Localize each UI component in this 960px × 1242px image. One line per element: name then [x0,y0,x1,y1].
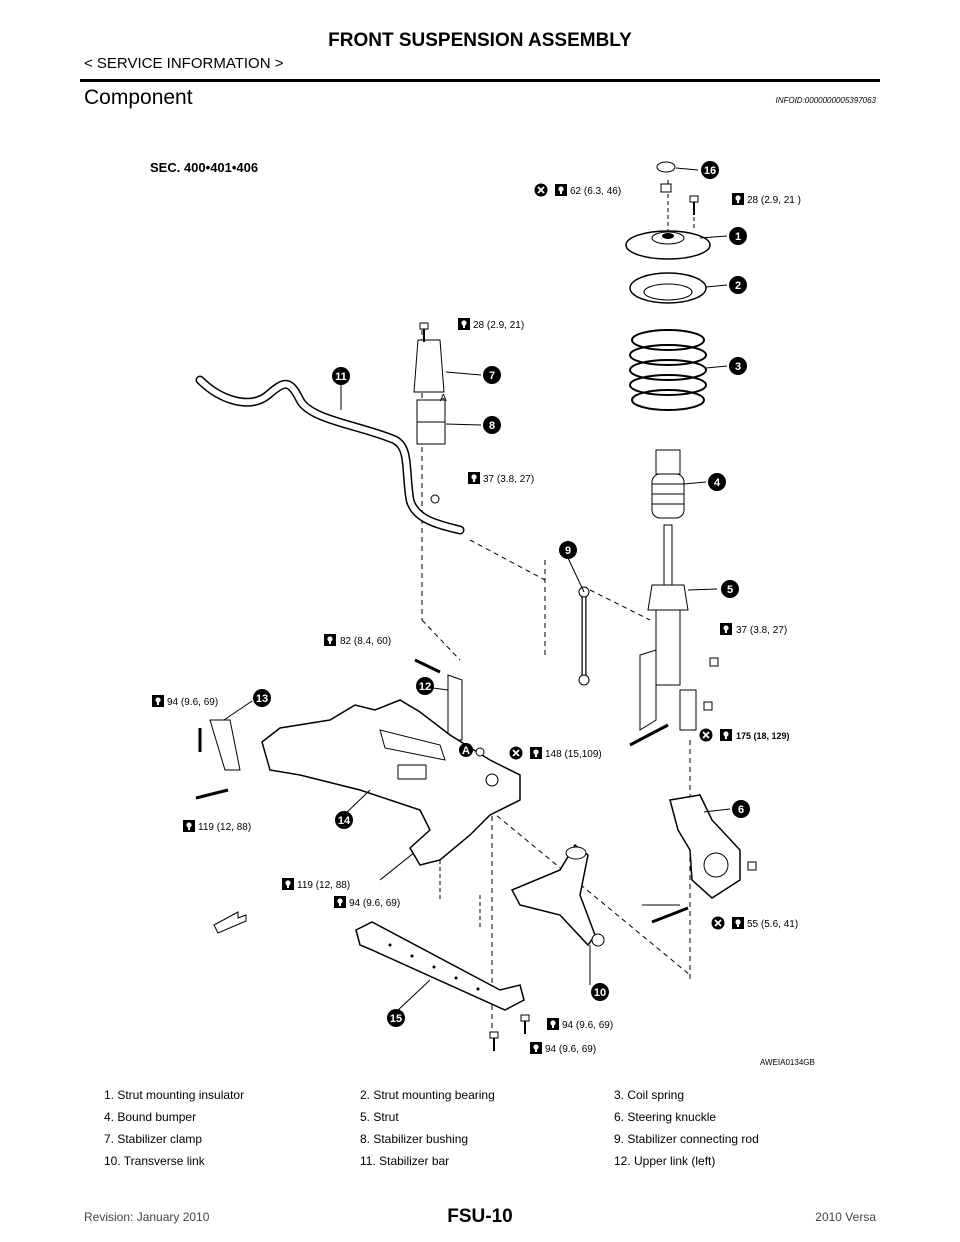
torque-icon [458,318,470,330]
legend-item: 6. Steering knuckle [614,1110,717,1124]
model-year: 2010 Versa [815,1210,876,1224]
part-number: 3 [735,361,741,373]
replace-icon [533,182,549,198]
part-number-badge: 2 [729,276,747,294]
part-number-badge: 5 [721,580,739,598]
page-number: FSU-10 [447,1206,513,1227]
part-number-badge: 9 [559,541,577,559]
torque-icon [732,917,744,929]
torque-icon [555,184,567,196]
legend-item: 2. Strut mounting bearing [360,1088,495,1102]
part-number-badge: 6 [732,800,750,818]
torque-label: 175 (18, 129) [736,731,790,741]
torque-label: 94 (9.6, 69) [545,1044,596,1055]
part-number: 14 [338,815,351,827]
part-number-badge: 13 [253,689,271,707]
legend-item: 9. Stabilizer connecting rod [614,1132,759,1146]
torque-icon [530,1042,542,1054]
torque-icon [720,623,732,635]
part-number-badge: 12 [416,677,434,695]
legend-row: 10. Transverse link 11. Stabilizer bar 12.… [104,1154,864,1176]
legend-row: 1. Strut mounting insulator 2. Strut moun… [104,1088,864,1110]
part-number-badge: 15 [387,1009,405,1027]
part-number: 6 [738,804,744,816]
page-footer: Revision: January 2010 FSU-10 2010 Versa [0,1206,960,1227]
part-number-badge: 16 [701,161,719,179]
legend-row: 4. Bound bumper 5. Strut 6. Steering knuck… [104,1110,864,1132]
part-number-badge: 3 [729,357,747,375]
part-number: 15 [390,1013,402,1025]
torque-label: 28 (2.9, 21 ) [747,195,801,206]
torque-icon [282,878,294,890]
info-id: INFOID:0000000005397063 [775,96,876,105]
part-number: 4 [714,477,721,489]
callout-a: A [462,745,470,757]
legend-row: 7. Stabilizer clamp 8. Stabilizer bushing… [104,1132,864,1154]
header-divider [80,79,880,82]
torque-label: 94 (9.6, 69) [167,697,218,708]
torque-label: 37 (3.8, 27) [483,474,534,485]
part-number: 2 [735,280,741,292]
legend-item: 3. Coil spring [614,1088,685,1102]
part-number-badge: 11 [332,367,350,385]
torque-label: 82 (8.4, 60) [340,636,391,647]
torque-icon [720,729,732,741]
legend-item: 11. Stabilizer bar [360,1154,450,1168]
part-number: 10 [594,987,606,999]
replace-icon [710,915,726,931]
part-number: 9 [565,545,571,557]
section-label: < SERVICE INFORMATION > [84,55,284,72]
torque-icon [324,634,336,646]
torque-icon [547,1018,559,1030]
part-number-badge: 7 [483,366,501,384]
torque-label: 119 (12, 88) [297,880,350,891]
part-number: 12 [419,681,431,693]
part-number: 16 [704,165,716,177]
suspension-exploded-diagram: SEC. 400•401•406 [150,160,815,1067]
torque-label: 62 (6.3, 46) [570,186,621,197]
part-number-badge: 14 [335,811,353,829]
part-number: 8 [489,420,495,432]
callout-a-small: A [440,393,447,404]
parts-legend: 1. Strut mounting insulator 2. Strut moun… [104,1088,864,1176]
section-number-label: SEC. 400•401•406 [150,160,258,175]
legend-item: 5. Strut [360,1110,399,1124]
front-arrow-icon [213,911,247,934]
replace-icon [508,745,524,761]
legend-item: 1. Strut mounting insulator [104,1088,245,1102]
part-number-badge: 1 [729,227,747,245]
legend-item: 12. Upper link (left) [614,1154,716,1168]
legend-item: 4. Bound bumper [104,1110,197,1124]
part-number: 11 [335,371,347,383]
part-number: 7 [489,370,495,382]
torque-label: 148 (15,109) [545,749,602,760]
part-number-badge: 4 [708,473,726,491]
legend-item: 8. Stabilizer bushing [360,1132,469,1146]
torque-icon [530,747,542,759]
torque-label: 55 (5.6, 41) [747,919,798,930]
part-number: 5 [727,584,733,596]
torque-label: 37 (3.8, 27) [736,625,787,636]
part-number-badge: 10 [591,983,609,1001]
torque-icon [334,896,346,908]
torque-label: 94 (9.6, 69) [349,898,400,909]
torque-label: 94 (9.6, 69) [562,1020,613,1031]
torque-label: 28 (2.9, 21) [473,320,524,331]
torque-label: 119 (12, 88) [198,822,251,833]
component-heading: Component [84,86,193,109]
part-number: 1 [735,231,741,243]
revision-date: Revision: January 2010 [84,1210,210,1224]
replace-icon [698,727,714,743]
part-number: 13 [256,693,268,705]
part-number-badge: 8 [483,416,501,434]
figure-id: AWEIA0134GB [760,1058,815,1067]
legend-item: 10. Transverse link [104,1154,205,1168]
torque-icon [183,820,195,832]
legend-item: 7. Stabilizer clamp [104,1132,203,1146]
torque-icon [152,695,164,707]
torque-icon [468,472,480,484]
page-title: FRONT SUSPENSION ASSEMBLY [328,30,632,51]
torque-icon [732,193,744,205]
